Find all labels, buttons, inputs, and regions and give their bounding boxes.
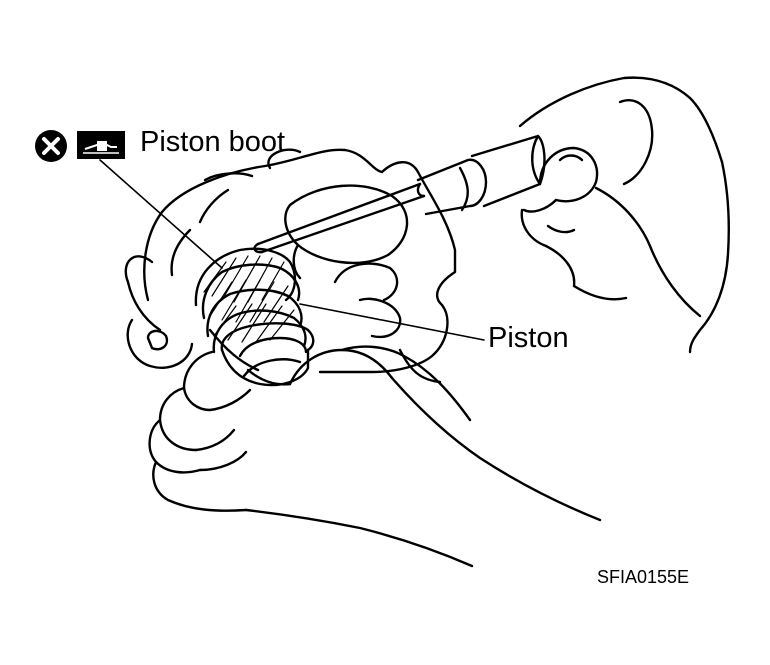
leader-lines: [99, 159, 485, 341]
caliper-body: [124, 148, 457, 384]
screwdriver: [253, 134, 546, 254]
x-circle-icon: [35, 130, 67, 162]
lower-hand: [148, 345, 602, 568]
piston: [220, 322, 315, 387]
figure-code: SFIA0155E: [597, 567, 690, 587]
grease-tube-icon: [77, 131, 125, 159]
piston-boot: [194, 247, 307, 354]
upper-hand: [518, 76, 730, 354]
piston-boot-label: Piston boot: [140, 126, 286, 158]
piston-label: Piston: [488, 322, 569, 354]
